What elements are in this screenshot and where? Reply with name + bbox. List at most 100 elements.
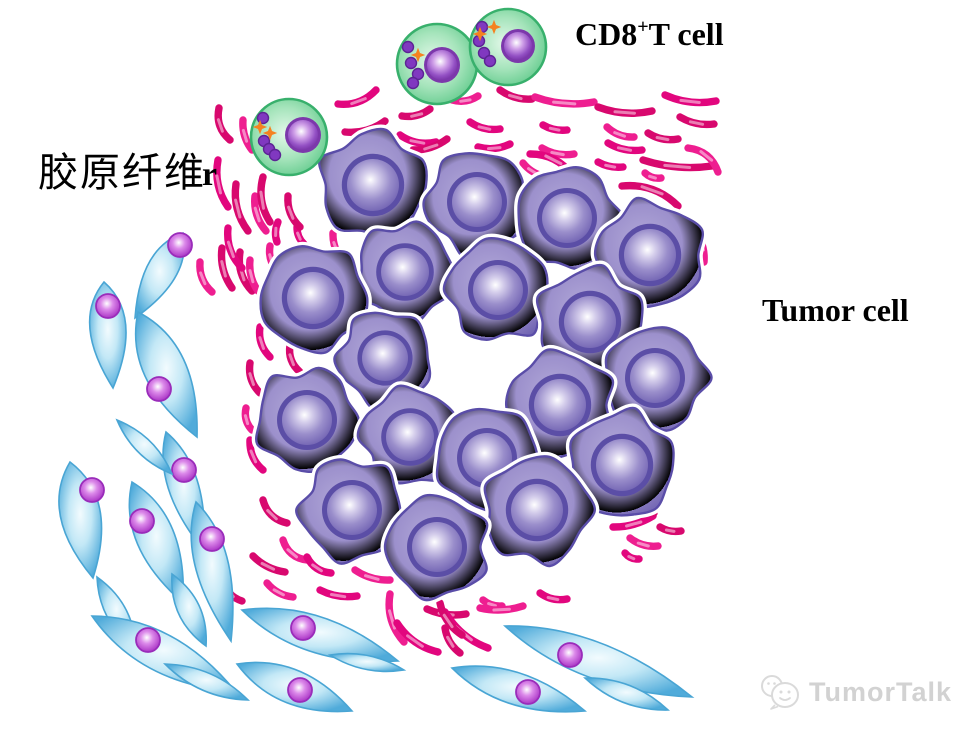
t-cell-nucleus bbox=[427, 50, 457, 80]
collagen-fiber bbox=[214, 104, 234, 144]
collagen-fiber-sheen bbox=[655, 136, 670, 142]
fibroblast-nucleus bbox=[135, 627, 161, 653]
tumor-cell-nucleus bbox=[327, 485, 377, 535]
collagen-fiber-sheen bbox=[616, 146, 633, 152]
fibroblast bbox=[163, 663, 250, 701]
collagen-fiber-sheen bbox=[546, 596, 560, 602]
collagen-fiber-sheen bbox=[288, 353, 295, 367]
tumor-cell-nucleus bbox=[596, 439, 648, 491]
collagen-fiber bbox=[656, 523, 685, 536]
collagen-fiber bbox=[217, 244, 236, 292]
tumor-cell-nucleus bbox=[630, 353, 680, 403]
collagen-fiber-sheen bbox=[544, 154, 563, 166]
collagen-fiber bbox=[213, 156, 232, 211]
watermark: TumorTalk bbox=[758, 672, 952, 712]
collagen-fiber-sheen bbox=[410, 112, 424, 118]
collagen-fiber-sheen bbox=[248, 269, 255, 284]
collagen-fiber bbox=[639, 156, 716, 172]
collagen-fiber bbox=[644, 129, 682, 144]
fibroblast bbox=[240, 607, 401, 663]
collagen-fiber-sheen bbox=[234, 198, 242, 219]
tumor-cell-nucleus bbox=[347, 159, 399, 211]
collagen-fiber bbox=[246, 436, 267, 474]
collagen-fiber-sheen bbox=[286, 548, 298, 559]
tumor-cell-nucleus bbox=[534, 379, 586, 431]
collagen-fiber bbox=[661, 91, 720, 107]
collagen-fiber-sheen bbox=[272, 588, 285, 597]
collagen-fiber-sheen bbox=[249, 449, 258, 464]
cd8-t-cell-label: CD8+T cell bbox=[575, 16, 724, 53]
collagen-fiber bbox=[626, 534, 662, 550]
fibroblast-nucleus bbox=[199, 526, 225, 552]
collagen-fiber-sheen bbox=[442, 613, 454, 629]
collagen-fiber-sheen bbox=[550, 151, 565, 157]
cytotoxic-granule bbox=[475, 20, 489, 34]
collagen-fiber bbox=[284, 192, 304, 231]
collagen-fiber-sheen bbox=[253, 206, 261, 223]
collagen-fiber bbox=[249, 552, 289, 576]
granule-star bbox=[262, 125, 278, 141]
tumor-cell-nucleus bbox=[473, 265, 523, 315]
collagen-fiber bbox=[239, 116, 256, 154]
collagen-fiber-sheen bbox=[296, 231, 302, 241]
fibroblast-nucleus bbox=[171, 457, 197, 483]
cytotoxic-granule bbox=[406, 76, 420, 90]
collagen-fiber-sheen bbox=[241, 128, 249, 143]
t-cell-nucleus bbox=[288, 120, 318, 150]
fibroblast bbox=[115, 418, 174, 476]
collagen-fiber bbox=[621, 549, 643, 563]
watermark-text: TumorTalk bbox=[809, 676, 953, 707]
collagen-fiber-sheen bbox=[199, 271, 207, 286]
fibroblast bbox=[502, 625, 695, 698]
collagen-fiber-sheen bbox=[409, 139, 426, 145]
collagen-fiber bbox=[604, 139, 646, 155]
fibroblast bbox=[583, 677, 670, 711]
collagen-fiber-sheen bbox=[248, 372, 255, 386]
fibroblast bbox=[134, 310, 198, 439]
collagen-fiber-sheen bbox=[679, 98, 701, 104]
tumor-cell-nucleus bbox=[542, 193, 592, 243]
collagen-fiber-sheen bbox=[613, 131, 626, 138]
fibroblast-nucleus bbox=[515, 679, 541, 705]
collagen-fiber bbox=[231, 180, 252, 235]
collagen-fiber bbox=[285, 341, 304, 376]
collagen-fiber-sheen bbox=[243, 414, 250, 426]
tumortalk-logo-icon bbox=[761, 675, 799, 710]
tumor-cell-nucleus bbox=[624, 229, 676, 281]
collagen-fiber bbox=[409, 135, 451, 154]
fibroblast bbox=[171, 572, 207, 648]
cytotoxic-granule bbox=[404, 56, 418, 70]
collagen-fiber bbox=[351, 566, 394, 584]
collagen-fiber bbox=[594, 103, 656, 117]
tumor-cell-nucleus bbox=[386, 413, 434, 461]
collagen-fiber-sheen bbox=[552, 100, 577, 106]
collagen-fiber bbox=[496, 86, 536, 103]
collagen-fiber bbox=[271, 218, 282, 246]
tumor-cell-label: Tumor cell bbox=[762, 292, 909, 328]
collagen-fiber bbox=[196, 258, 216, 296]
collagen-fiber bbox=[441, 624, 464, 657]
t-cells-layer bbox=[249, 7, 548, 177]
collagen-fiber bbox=[531, 93, 598, 108]
fibroblast-nucleus bbox=[95, 293, 121, 319]
collagen-fibers-layer bbox=[196, 86, 722, 657]
collagen-fiber-sheen bbox=[423, 143, 439, 151]
collagen-fiber-sheen bbox=[350, 97, 367, 106]
tumor-cell-nucleus bbox=[362, 335, 408, 381]
collagen-fiber-sheen bbox=[508, 93, 523, 101]
granule-star bbox=[410, 47, 426, 63]
fibroblast-nucleus bbox=[146, 376, 172, 402]
collagen-fiber bbox=[245, 359, 264, 397]
cd8-t-cell-label-main: CD8 bbox=[575, 16, 638, 52]
collagen-fiber bbox=[398, 105, 434, 121]
collagen-fiber-sheen bbox=[259, 190, 265, 210]
collagen-fiber bbox=[603, 123, 638, 141]
collagen-fiber-sheen bbox=[527, 167, 538, 175]
collagen-fiber bbox=[479, 596, 506, 610]
t-cell-nucleus bbox=[504, 32, 532, 60]
collagen-fiber-sheen bbox=[640, 185, 664, 196]
collagen-fiber bbox=[246, 256, 262, 295]
fibroblast-nucleus bbox=[287, 677, 313, 703]
